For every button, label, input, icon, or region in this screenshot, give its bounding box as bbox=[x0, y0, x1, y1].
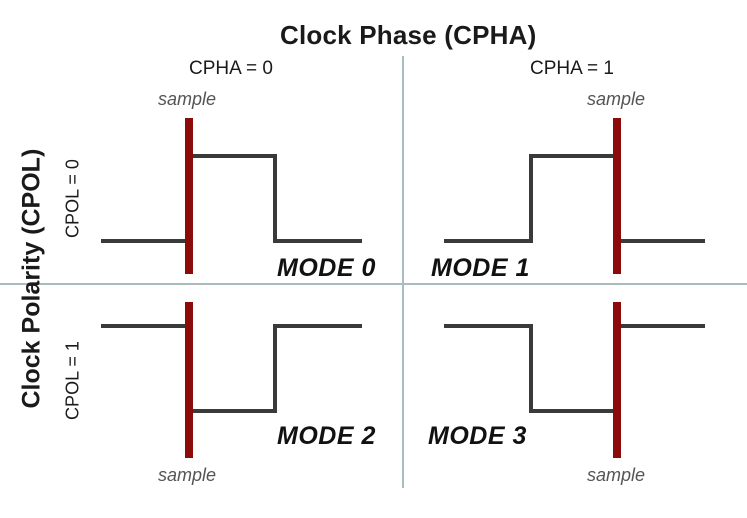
vertical-axis-title: Clock Polarity (CPOL) bbox=[17, 148, 46, 409]
mode-2-clock-waveform bbox=[101, 324, 362, 413]
mode-3-clock-waveform bbox=[444, 324, 705, 413]
mode-0-clock-waveform bbox=[101, 154, 362, 243]
mode-3-label: MODE 3 bbox=[428, 422, 527, 450]
mode-1-label: MODE 1 bbox=[431, 254, 530, 282]
mode-1-clock-waveform bbox=[444, 154, 705, 243]
mode-2-label: MODE 2 bbox=[277, 422, 376, 450]
sample-label-mode-1: sample bbox=[587, 89, 646, 109]
mode-0-label: MODE 0 bbox=[277, 254, 376, 282]
diagram-title: Clock Phase (CPHA) bbox=[280, 20, 537, 50]
row-header-cpol-0: CPOL = 0 bbox=[62, 159, 83, 238]
sample-label-mode-2: sample bbox=[158, 465, 217, 485]
row-header-cpol-1: CPOL = 1 bbox=[62, 341, 83, 420]
column-header-cpha-1: CPHA = 1 bbox=[530, 58, 614, 79]
sample-label-mode-0: sample bbox=[158, 89, 217, 109]
column-header-cpha-0: CPHA = 0 bbox=[189, 58, 273, 79]
sample-label-mode-3: sample bbox=[587, 465, 646, 485]
